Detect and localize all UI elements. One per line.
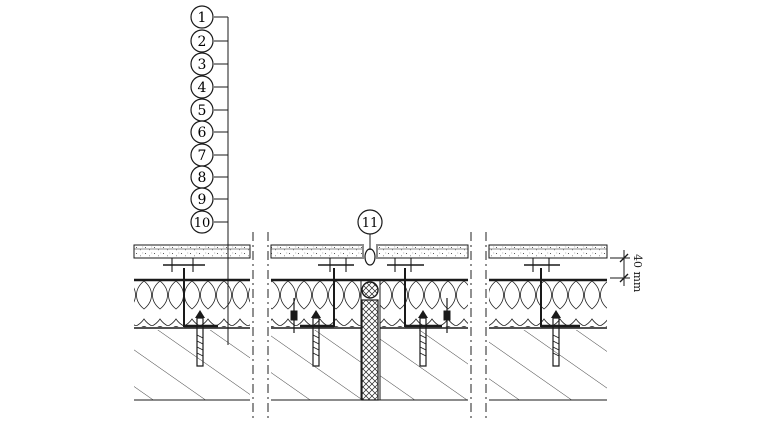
callout-4: 4 <box>190 75 214 99</box>
callout-11: 11 <box>357 209 383 250</box>
callout-leader <box>214 16 229 345</box>
callout-2: 2 <box>190 29 214 53</box>
callout-10: 10 <box>190 210 214 234</box>
callout-label: 8 <box>198 170 207 186</box>
callout-label: 7 <box>198 148 207 164</box>
callout-9: 9 <box>190 187 214 211</box>
joint-callout-label: 11 <box>362 216 379 231</box>
callout-5: 5 <box>190 98 214 122</box>
callout-label: 5 <box>198 103 207 119</box>
break-lines <box>252 232 487 422</box>
callout-label: 3 <box>198 57 207 73</box>
expansion-joint-filler <box>360 281 381 401</box>
support-posts <box>183 268 580 333</box>
callout-7: 7 <box>190 143 214 167</box>
callout-1: 1 <box>190 5 214 29</box>
concrete-wall <box>134 330 607 401</box>
callout-label: 10 <box>194 216 211 231</box>
callout-label: 4 <box>198 80 207 96</box>
anchor-bolts <box>195 310 561 367</box>
rail-brackets <box>163 258 560 272</box>
callout-8: 8 <box>190 165 214 189</box>
dimension-label: 40 mm <box>631 254 644 293</box>
callouts: 1 2 3 4 5 6 7 8 <box>190 5 214 234</box>
callout-label: 1 <box>198 10 207 26</box>
insulation-layer <box>134 278 607 329</box>
callout-label: 2 <box>198 34 207 50</box>
callout-6: 6 <box>190 120 214 144</box>
callout-3: 3 <box>190 52 214 76</box>
cladding-panels <box>133 243 608 266</box>
callout-label: 6 <box>198 125 207 141</box>
dimension-40mm: 40 mm <box>610 250 644 293</box>
callout-label: 9 <box>198 192 207 208</box>
